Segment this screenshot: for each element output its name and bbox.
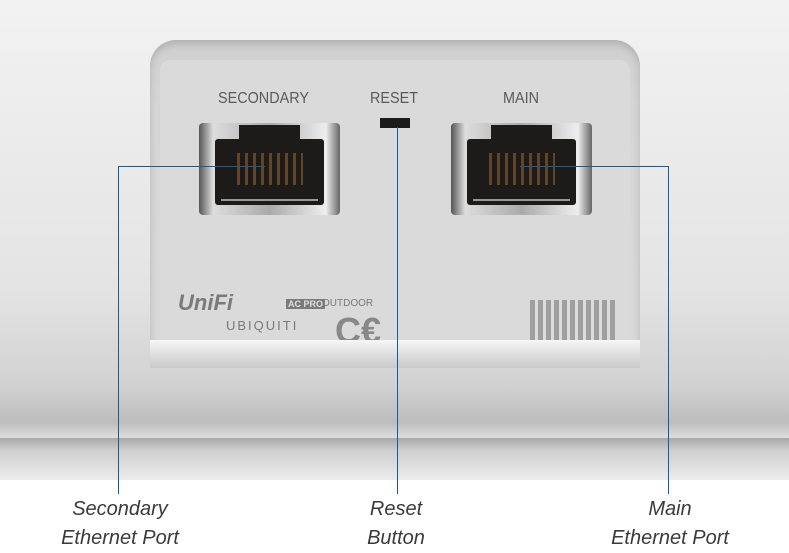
secondary-port-label: SECONDARY (218, 90, 309, 107)
secondary-callout-line-v (118, 166, 119, 494)
main-ethernet-port (451, 123, 592, 215)
qr-code-icon (530, 300, 615, 342)
callout-text: Ethernet Port (61, 527, 179, 549)
callout-text: Ethernet Port (611, 527, 729, 549)
main-ethernet-port-callout: Main Ethernet Port (570, 495, 770, 553)
reset-label: RESET (370, 90, 419, 107)
main-callout-line-v (668, 166, 669, 494)
callout-text: Reset (369, 498, 423, 520)
secondary-ethernet-port (199, 123, 340, 215)
callout-text: Secondary (72, 498, 168, 520)
secondary-callout-line-h (118, 166, 265, 167)
reset-callout-line (397, 127, 398, 494)
reset-button-callout: Reset Button (296, 495, 496, 553)
unifi-logo: UniFi (178, 290, 233, 315)
secondary-ethernet-port-callout: Secondary Ethernet Port (20, 495, 220, 553)
device-edge (0, 438, 789, 480)
label-strip (150, 340, 640, 368)
variant-text: OUTDOOR (322, 298, 374, 309)
callout-text: Button (367, 527, 425, 549)
main-port-label: MAIN (503, 90, 539, 107)
main-callout-line-h (520, 166, 669, 167)
ubiquiti-brand: UBIQUITI (226, 318, 299, 333)
model-badge: AC PRO (286, 299, 326, 309)
reset-button (380, 118, 410, 128)
callout-text: Main (648, 498, 692, 520)
